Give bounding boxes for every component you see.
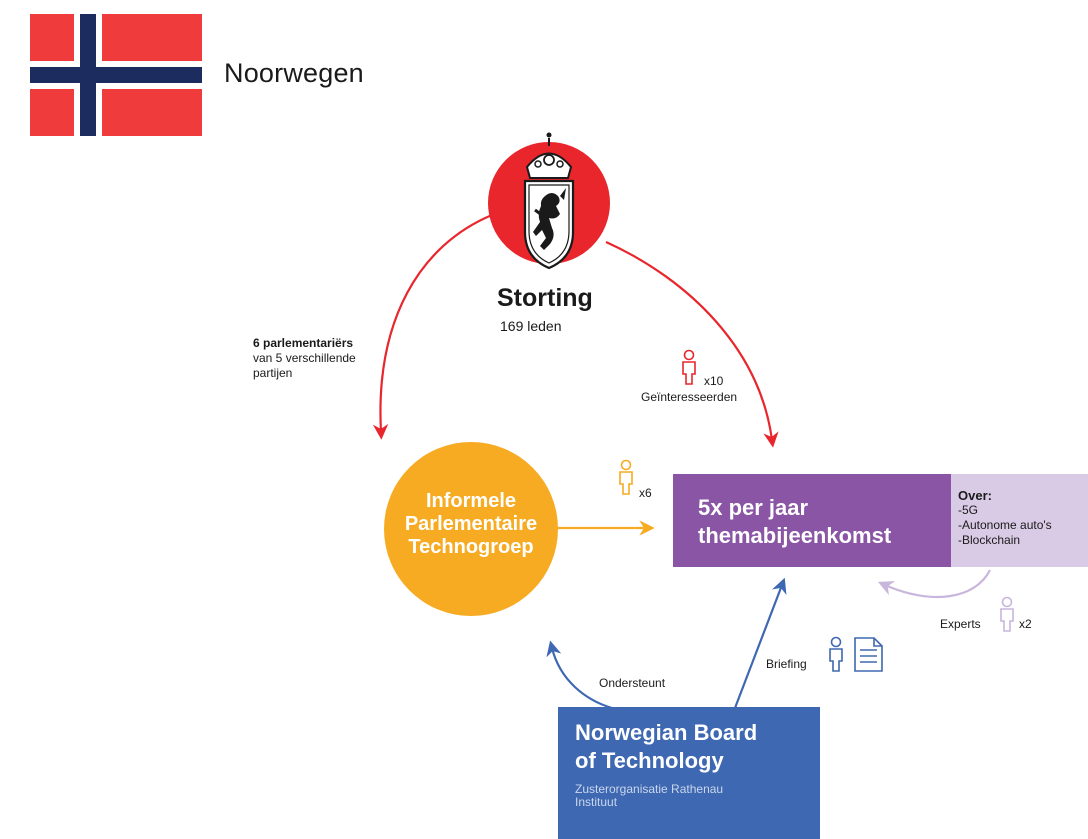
board-title-line2: of Technology [575,748,724,773]
briefing-label: Briefing [766,657,807,671]
experts-label: Experts [940,617,981,631]
experts-count: x2 [1019,617,1032,631]
meeting-label-line2: themabijeenkomst [698,523,892,548]
techgroup-label-line2: Parlementaire [404,513,538,535]
techgroup-label: Informele Parlementaire Technogroep [385,490,557,559]
mp-parties-label-line2: partijen [253,366,293,380]
norway-flag-icon [30,14,202,136]
topics-box: Over: -5G -Autonome auto's -Blockchain [951,474,1088,567]
techgroup-circle [384,442,558,616]
document-icon [854,637,883,672]
techgroup-label-line3: Technogroep [408,536,534,558]
interested-label: Geïnteresseerden [641,390,738,404]
interested-count: x10 [704,374,724,388]
board-box: Norwegian Board of Technology Zusterorga… [558,707,820,839]
topic-item: -Blockchain [958,533,1021,547]
board-title-line1: Norwegian Board [575,720,758,745]
techgroup-label-line1: Informele [425,490,517,512]
meeting-label-line1: 5x per jaar [698,495,809,520]
board-subtitle-line1: Zusterorganisatie Rathenau [575,782,724,796]
topic-item: -5G [958,503,979,517]
lion-crest-icon [523,179,575,270]
topic-item: -Autonome auto's [958,518,1052,532]
storting-title: Storting [497,284,593,312]
storting-emblem [488,132,610,270]
arrow-board-to-meeting [733,577,787,709]
meeting-box: 5x per jaar themabijeenkomst [673,474,951,567]
board-subtitle-line2: Instituut [575,795,618,809]
mp-count-label: 6 parlementariërs [253,336,354,350]
interested-person-icon [682,349,696,385]
country-title: Noorwegen [224,58,364,88]
techgroup-person-icon [619,459,633,495]
briefing-person-icon [829,636,843,672]
techgroup-count: x6 [639,486,652,500]
arrow-experts-to-meeting [877,569,991,599]
mp-parties-label-line1: van 5 verschillende [253,351,356,365]
arrow-storting-to-techgroup [372,213,493,440]
arrow-board-to-techgroup [546,640,613,710]
experts-person-icon [1000,596,1014,632]
topics-heading: Over: [958,488,992,503]
support-label: Ondersteunt [599,676,666,690]
arrow-storting-to-meeting [605,240,779,448]
storting-members: 169 leden [500,318,562,334]
crown-icon [525,132,573,179]
